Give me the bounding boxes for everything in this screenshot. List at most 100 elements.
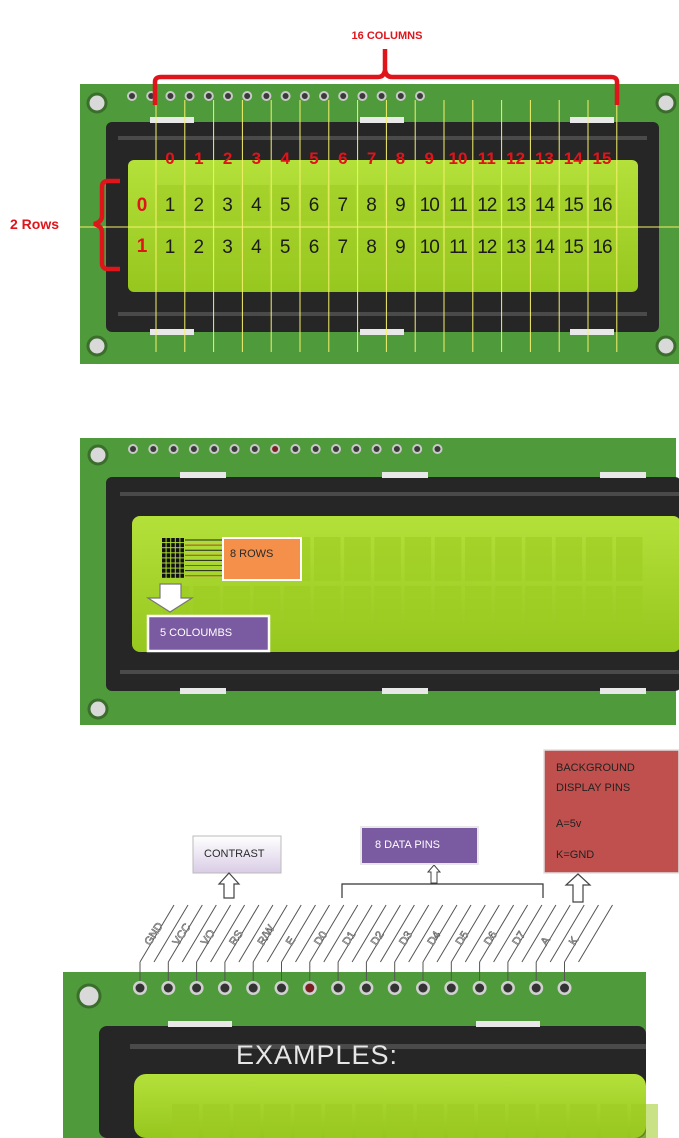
trace xyxy=(153,904,189,963)
pin-hole xyxy=(503,983,513,993)
screen-text: EXAMPLES: xyxy=(236,1040,398,1070)
pin-hole xyxy=(390,983,400,993)
char-cell xyxy=(272,185,299,221)
trace xyxy=(408,904,444,963)
char-cell-number: 16 xyxy=(592,195,612,216)
pin-hole xyxy=(359,93,366,99)
char-cell xyxy=(358,185,385,221)
char-cell xyxy=(531,185,558,221)
mount-hole xyxy=(86,92,108,114)
pixel-dot xyxy=(166,568,171,573)
pixel-dot xyxy=(180,543,184,548)
char-cell-number: 10 xyxy=(420,195,440,216)
char-cell xyxy=(374,537,401,581)
pixel-dot xyxy=(180,563,184,568)
pin-hole xyxy=(263,93,270,99)
columns-label: 16 COLUMNS xyxy=(352,30,423,42)
trace xyxy=(493,904,529,963)
char-cell xyxy=(294,1104,322,1138)
char-cell xyxy=(560,228,587,264)
char-cell-number: 16 xyxy=(592,237,612,258)
char-cell-number: 14 xyxy=(535,237,556,258)
char-cell-number: 6 xyxy=(309,195,320,216)
char-cell xyxy=(445,185,471,221)
char-cell xyxy=(344,586,371,630)
trace xyxy=(436,904,472,963)
pixel-dot xyxy=(171,573,175,578)
char-cell xyxy=(157,185,183,221)
pin-hole xyxy=(321,93,327,99)
pin-hole xyxy=(475,983,485,993)
char-cell-number: 9 xyxy=(395,195,406,216)
trace xyxy=(507,904,543,963)
pin-hole xyxy=(225,93,231,99)
char-cell xyxy=(502,228,529,264)
pin-hole xyxy=(231,446,238,452)
pin-hole xyxy=(251,446,258,452)
pin-hole xyxy=(446,983,456,993)
char-cell-number: 12 xyxy=(477,237,497,258)
pin-hole xyxy=(353,446,360,452)
trace xyxy=(323,904,359,963)
trace xyxy=(422,904,458,963)
trace xyxy=(252,904,288,963)
char-cell xyxy=(616,586,643,630)
char-cell xyxy=(344,537,371,581)
pixel-dot xyxy=(166,553,171,558)
column-index: 10 xyxy=(449,149,468,168)
column-index: 14 xyxy=(564,149,583,168)
column-index: 5 xyxy=(309,149,318,168)
column-index: 15 xyxy=(593,149,612,168)
pin-hole xyxy=(434,446,441,452)
backlight-label-line2: DISPLAY PINS xyxy=(556,782,630,794)
char-cell-number: 3 xyxy=(222,237,233,258)
pixel-dot xyxy=(171,548,175,553)
pin-hole xyxy=(220,983,230,993)
char-cell xyxy=(387,185,414,221)
pin-label: E xyxy=(284,935,298,948)
char-cell xyxy=(301,228,327,264)
char-cell xyxy=(508,1104,536,1138)
pin-hole xyxy=(397,93,404,99)
pin-hole xyxy=(373,446,380,452)
pixel-dot xyxy=(162,558,166,563)
char-cell xyxy=(314,586,341,630)
pin-hole xyxy=(211,446,218,452)
char-cell xyxy=(525,537,552,581)
column-index: 8 xyxy=(396,149,405,168)
char-cell-number: 15 xyxy=(564,237,584,258)
char-cell-number: 3 xyxy=(222,195,233,216)
pin-hole xyxy=(560,983,569,993)
pin-hole xyxy=(148,93,155,99)
pixel-dot xyxy=(162,543,166,548)
char-cell-number: 4 xyxy=(251,195,262,216)
pixel-dot xyxy=(162,568,166,573)
char-cell-number: 1 xyxy=(165,237,176,258)
column-index: 12 xyxy=(506,149,525,168)
char-cell-number: 6 xyxy=(309,237,320,258)
char-cell xyxy=(445,228,471,264)
char-cell-number: 5 xyxy=(280,237,291,258)
pixel-dot xyxy=(171,558,175,563)
pin-hole xyxy=(282,93,289,99)
trace xyxy=(535,904,571,963)
trace xyxy=(379,904,415,963)
pixel-dot xyxy=(166,548,171,553)
mount-hole xyxy=(87,698,109,720)
trace xyxy=(210,904,246,963)
column-index: 6 xyxy=(338,149,347,168)
pixel-dot xyxy=(166,563,171,568)
char-cell xyxy=(555,537,583,581)
pin-hole xyxy=(301,93,308,99)
trace xyxy=(181,904,217,963)
char-cell xyxy=(314,537,341,581)
char-cell-number: 8 xyxy=(366,195,377,216)
char-cell xyxy=(325,1104,352,1138)
pin-hole xyxy=(272,446,279,452)
pixel-dot xyxy=(166,558,171,563)
character-dot-matrix xyxy=(162,538,184,578)
pixel-dot xyxy=(162,573,166,578)
char-cell-number: 11 xyxy=(449,195,467,216)
column-index: 7 xyxy=(367,149,376,168)
